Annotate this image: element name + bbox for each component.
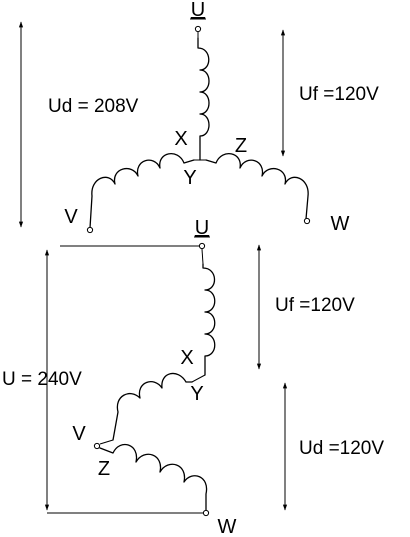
zigzag-lead-v [99, 439, 114, 445]
zigzag-terminal-y-label: Y [190, 383, 203, 405]
zigzag-terminal-v-label: V [72, 423, 86, 445]
star-coil-ux [197, 37, 210, 161]
star-terminal-w-label: W [331, 213, 350, 235]
star-terminal-v-label: V [64, 206, 78, 228]
zigzag-coil-zw [99, 443, 208, 511]
zigzag-bridge-xy [191, 374, 206, 383]
zigzag-terminal-u-label: U [195, 217, 209, 239]
zigzag-coil-yv [112, 372, 193, 441]
zigzag-terminal-w [202, 509, 210, 517]
star-phase-voltage-label: Uf =120V [299, 84, 379, 105]
zigzag-terminal-x-label: X [180, 347, 193, 369]
star-coil-zw [205, 153, 309, 220]
star-terminal-w [303, 217, 311, 225]
zigzag-lead-u [201, 248, 204, 265]
zigzag-terminal-w-label: W [218, 516, 237, 537]
star-terminal-v [86, 226, 94, 234]
zigzag-coil-ux [202, 263, 216, 376]
zigzag-connection-diagram: U X Y V Z W U = 240V Uf =120V Ud [2, 217, 384, 537]
zigzag-second-voltage-label: Ud =120V [299, 438, 384, 459]
star-terminal-z-label: Z [235, 135, 247, 157]
zigzag-total-voltage-label: U = 240V [2, 369, 82, 390]
star-terminal-u-label: U [191, 0, 205, 21]
star-line-voltage-label: Ud = 208V [48, 96, 139, 117]
zigzag-terminal-z-label: Z [98, 458, 110, 480]
star-terminal-y-label: Y [183, 167, 196, 189]
zigzag-terminal-u [198, 242, 206, 250]
star-terminal-u [194, 25, 202, 33]
star-connection-diagram: U X Z Y V W Ud = 208V Uf =120V [18, 0, 379, 235]
zigzag-terminal-v [93, 442, 101, 450]
star-terminal-x-label: X [174, 128, 187, 150]
zigzag-phase-voltage-label: Uf =120V [275, 295, 355, 316]
star-coil-yv [89, 153, 195, 229]
